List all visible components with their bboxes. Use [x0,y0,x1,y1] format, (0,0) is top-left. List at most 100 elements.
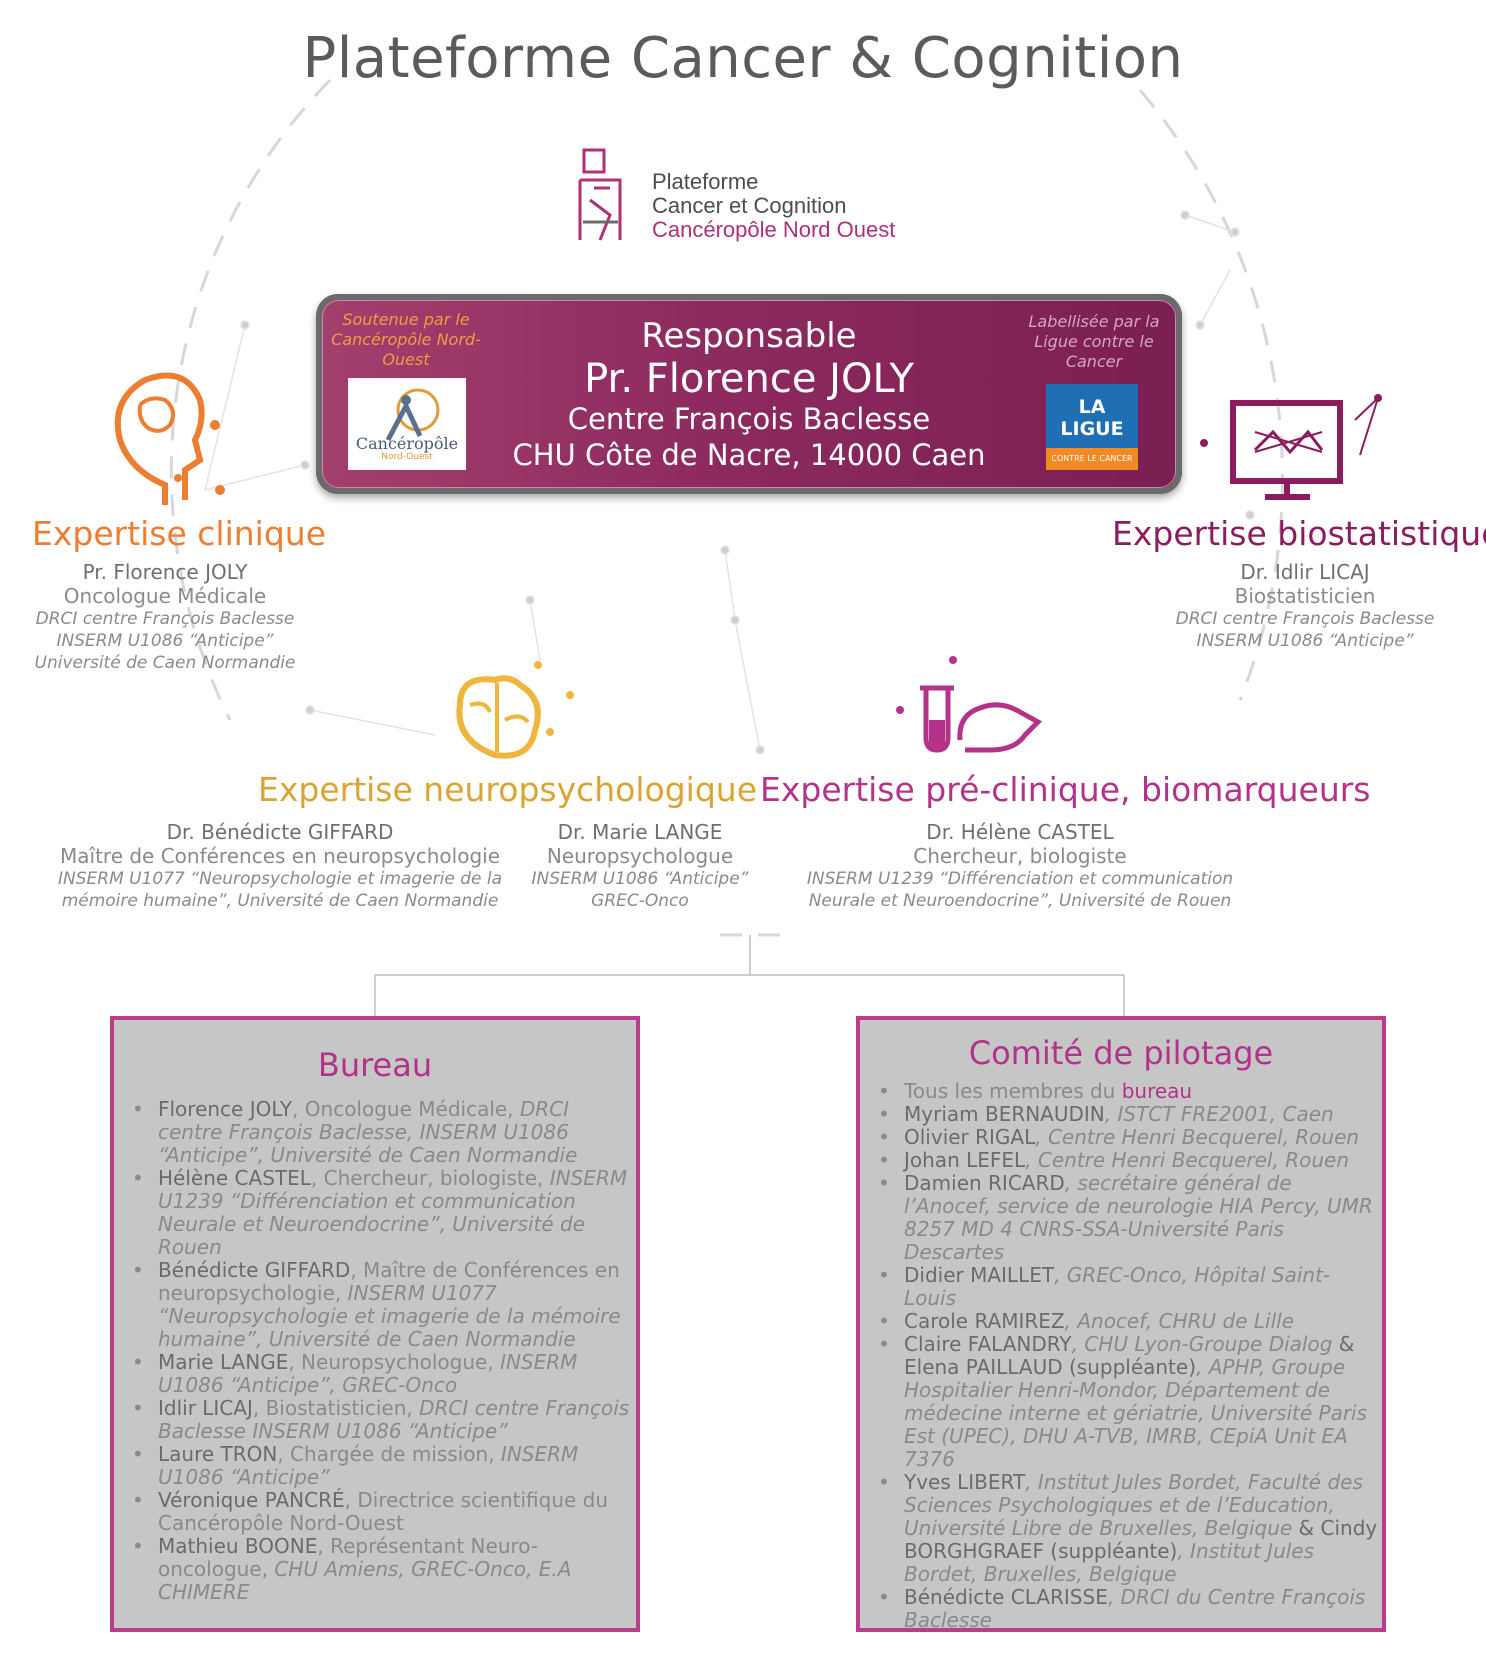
biostat-name: Dr. Idlir LICAJ [1240,560,1370,584]
dashed-circle-right-arc [1138,89,1284,701]
list-item: Damien RICARD, secrétaire général de l’A… [860,1172,1382,1264]
list-item: Florence JOLY, Oncologue Médicale, DRCI … [114,1098,636,1167]
member-name: Mathieu BOONE [158,1534,318,1558]
biostat-aff-1: DRCI centre François Baclesse [1175,609,1435,629]
clinique-role: Oncologue Médicale [63,584,267,608]
list-item: Carole RAMIREZ, Anocef, CHRU de Lille [860,1309,1382,1334]
platform-logo-text: Plateforme Cancer et Cognition Cancéropô… [652,170,895,242]
expertise-preclinique-title: Expertise pré-clinique, biomarqueurs [760,770,1371,809]
member-name: Laure TRON [158,1442,278,1466]
member-affiliation: , Anocef, CHRU de Lille [1064,1309,1295,1333]
biostat-aff-2: INSERM U1086 “Anticipe” [1196,631,1414,651]
canceropole-logo-text: Cancéropôle [355,434,459,453]
neuropsy-p2-role: Neuropsychologue [546,844,734,868]
member-affiliation: INSERM U1239 “Différenciation et communi… [158,1166,628,1259]
canceropole-figure-icon [385,388,440,442]
member-name: Johan LEFEL [904,1148,1026,1172]
member-affiliation: DRCI centre François Baclesse, INSERM U1… [158,1097,578,1167]
member-name: Carole RAMIREZ [904,1309,1065,1333]
member-name: Véronique PANCRÉ [158,1488,345,1512]
comite-first-text: Tous les membres du [904,1079,1122,1103]
neuropsy-person-2: Dr. Marie LANGE Neuropsychologue INSERM … [520,820,760,912]
comite-first-highlight: bureau [1121,1079,1193,1103]
member-role: , Chercheur, biologiste, [310,1166,550,1190]
page-title: Plateforme Cancer & Cognition [302,26,1184,91]
label-text: Labellisée par la Ligue contre le Cancer [1028,312,1160,371]
bureau-list: Florence JOLY, Oncologue Médicale, DRCI … [114,1098,636,1604]
clinique-name: Pr. Florence JOLY [82,560,248,584]
member-affiliation: , Institut Jules Bordet, Faculté des Sci… [904,1470,1363,1540]
responsable-heading: Responsable [641,316,857,356]
dashed-circle-left-arc [169,78,332,721]
list-item: Mathieu BOONE, Représentant Neuro-oncolo… [114,1535,636,1604]
member-name: Florence JOLY [158,1097,293,1121]
member-name: Idlir LICAJ [158,1396,253,1420]
preclinique-role: Chercheur, biologiste [913,844,1127,868]
member-name: Claire FALANDRY [904,1332,1072,1356]
member-name: Hélène CASTEL [158,1166,311,1190]
ligue-logo-sub: CONTRE LE CANCER [1046,448,1138,470]
neuropsy-p2-aff-2: GREC-Onco [591,891,689,911]
clinique-aff-3: Université de Caen Normandie [34,653,296,673]
neuropsy-p1-role: Maître de Conférences en neuropsychologi… [60,844,500,868]
ligue-logo: LA LIGUE CONTRE LE CANCER [1046,384,1138,470]
responsable-line-1: Centre François Baclesse [567,402,931,436]
preclinique-aff-1: INSERM U1239 “Différenciation et communi… [806,869,1234,889]
member-role: , Représentant Neuro-oncologue, [158,1534,539,1581]
list-item: Johan LEFEL, Centre Henri Becquerel, Rou… [860,1148,1382,1173]
expertise-clinique-title: Expertise clinique [32,514,327,553]
list-item: Laure TRON, Chargée de mission, INSERM U… [114,1443,636,1489]
member-role: , Oncologue Médicale, [292,1097,520,1121]
list-item: Bénédicte GIFFARD, Maître de Conférences… [114,1259,636,1351]
ligue-logo-text: LA LIGUE [1060,396,1124,440]
list-item: Yves LIBERT, Institut Jules Bordet, Facu… [860,1471,1382,1586]
member-name: Damien RICARD [904,1171,1065,1195]
list-item: Didier MAILLET, GREC-Onco, Hôpital Saint… [860,1264,1382,1310]
member-affiliation: CHU Amiens, GREC-Onco, E.A CHIMERE [158,1557,572,1604]
comite-panel: Comité de pilotage Tous les membres du b… [856,1016,1386,1632]
list-item: Olivier RIGAL, Centre Henri Becquerel, R… [860,1125,1382,1150]
member-affiliation: , Centre Henri Becquerel, Rouen [1025,1148,1349,1172]
clinique-aff-1: DRCI centre François Baclesse [35,609,295,629]
member-substitute-affiliation: , APHP, Groupe Hospitalier Henri-Mondor,… [904,1355,1368,1471]
bureau-title: Bureau [317,1046,433,1084]
neuropsy-p2-name: Dr. Marie LANGE [557,820,723,844]
responsable-name: Pr. Florence JOLY [584,356,914,402]
expertise-biostat-details: Dr. Idlir LICAJ Biostatisticien DRCI cen… [1160,560,1450,652]
biostat-role: Biostatisticien [1234,584,1376,608]
canceropole-logo: Cancéropôle Nord-Ouest [348,378,466,470]
member-affiliation: DRCI centre François Baclesse INSERM U10… [158,1396,630,1443]
expertise-neuropsy-title: Expertise neuropsychologique [258,770,758,809]
monitor-chart-icon [1230,400,1343,500]
list-item: Claire FALANDRY, CHU Lyon-Groupe Dialog … [860,1333,1382,1471]
list-item: Véronique PANCRÉ, Directrice scientifiqu… [114,1489,636,1535]
neuropsy-p1-name: Dr. Bénédicte GIFFARD [166,820,394,844]
connector-lines [374,935,1125,1018]
responsable-line-2: CHU Côte de Nacre, 14000 Caen [512,438,986,472]
neuropsy-p2-aff-1: INSERM U1086 “Anticipe” [531,869,749,889]
member-substitute: & Elena PAILLAUD (suppléante) [904,1332,1355,1379]
logo-line-1: Plateforme [652,169,759,194]
brain-icon [456,675,541,759]
comite-title: Comité de pilotage [968,1034,1274,1072]
member-name: Yves LIBERT [904,1470,1026,1494]
neuropsy-p1-aff-2: mémoire humaine”, Université de Caen Nor… [61,891,499,911]
list-item: Idlir LICAJ, Biostatisticien, DRCI centr… [114,1397,636,1443]
preclinique-name: Dr. Hélène CASTEL [926,820,1114,844]
list-item: Tous les membres du bureau [860,1079,1382,1104]
list-item: Hélène CASTEL, Chercheur, biologiste, IN… [114,1167,636,1259]
member-role: , Maître de Conférences en neuropsycholo… [158,1258,620,1305]
list-item: Bénédicte CLARISSE, DRCI du Centre Franç… [860,1586,1382,1632]
preclinique-aff-2: Neurale et Neuroendocrine”, Université d… [808,891,1232,911]
test-tube-mouse-icon [920,685,1043,753]
logo-line-3: Cancéropôle Nord Ouest [652,217,896,242]
member-affiliation: , secrétaire général de l’Anocef, servic… [904,1171,1373,1264]
member-name: Marie LANGE [158,1350,289,1374]
member-affiliation: , Centre Henri Becquerel, Rouen [1035,1125,1360,1149]
list-item: Myriam BERNAUDIN, ISTCT FRE2001, Caen [860,1103,1382,1127]
member-name: Bénédicte GIFFARD [158,1258,351,1282]
member-role: , Biostatisticien, [252,1396,420,1420]
member-role: , Chargée de mission, [277,1442,501,1466]
member-substitute: & Cindy BORGHGRAEF (suppléante) [904,1516,1378,1563]
